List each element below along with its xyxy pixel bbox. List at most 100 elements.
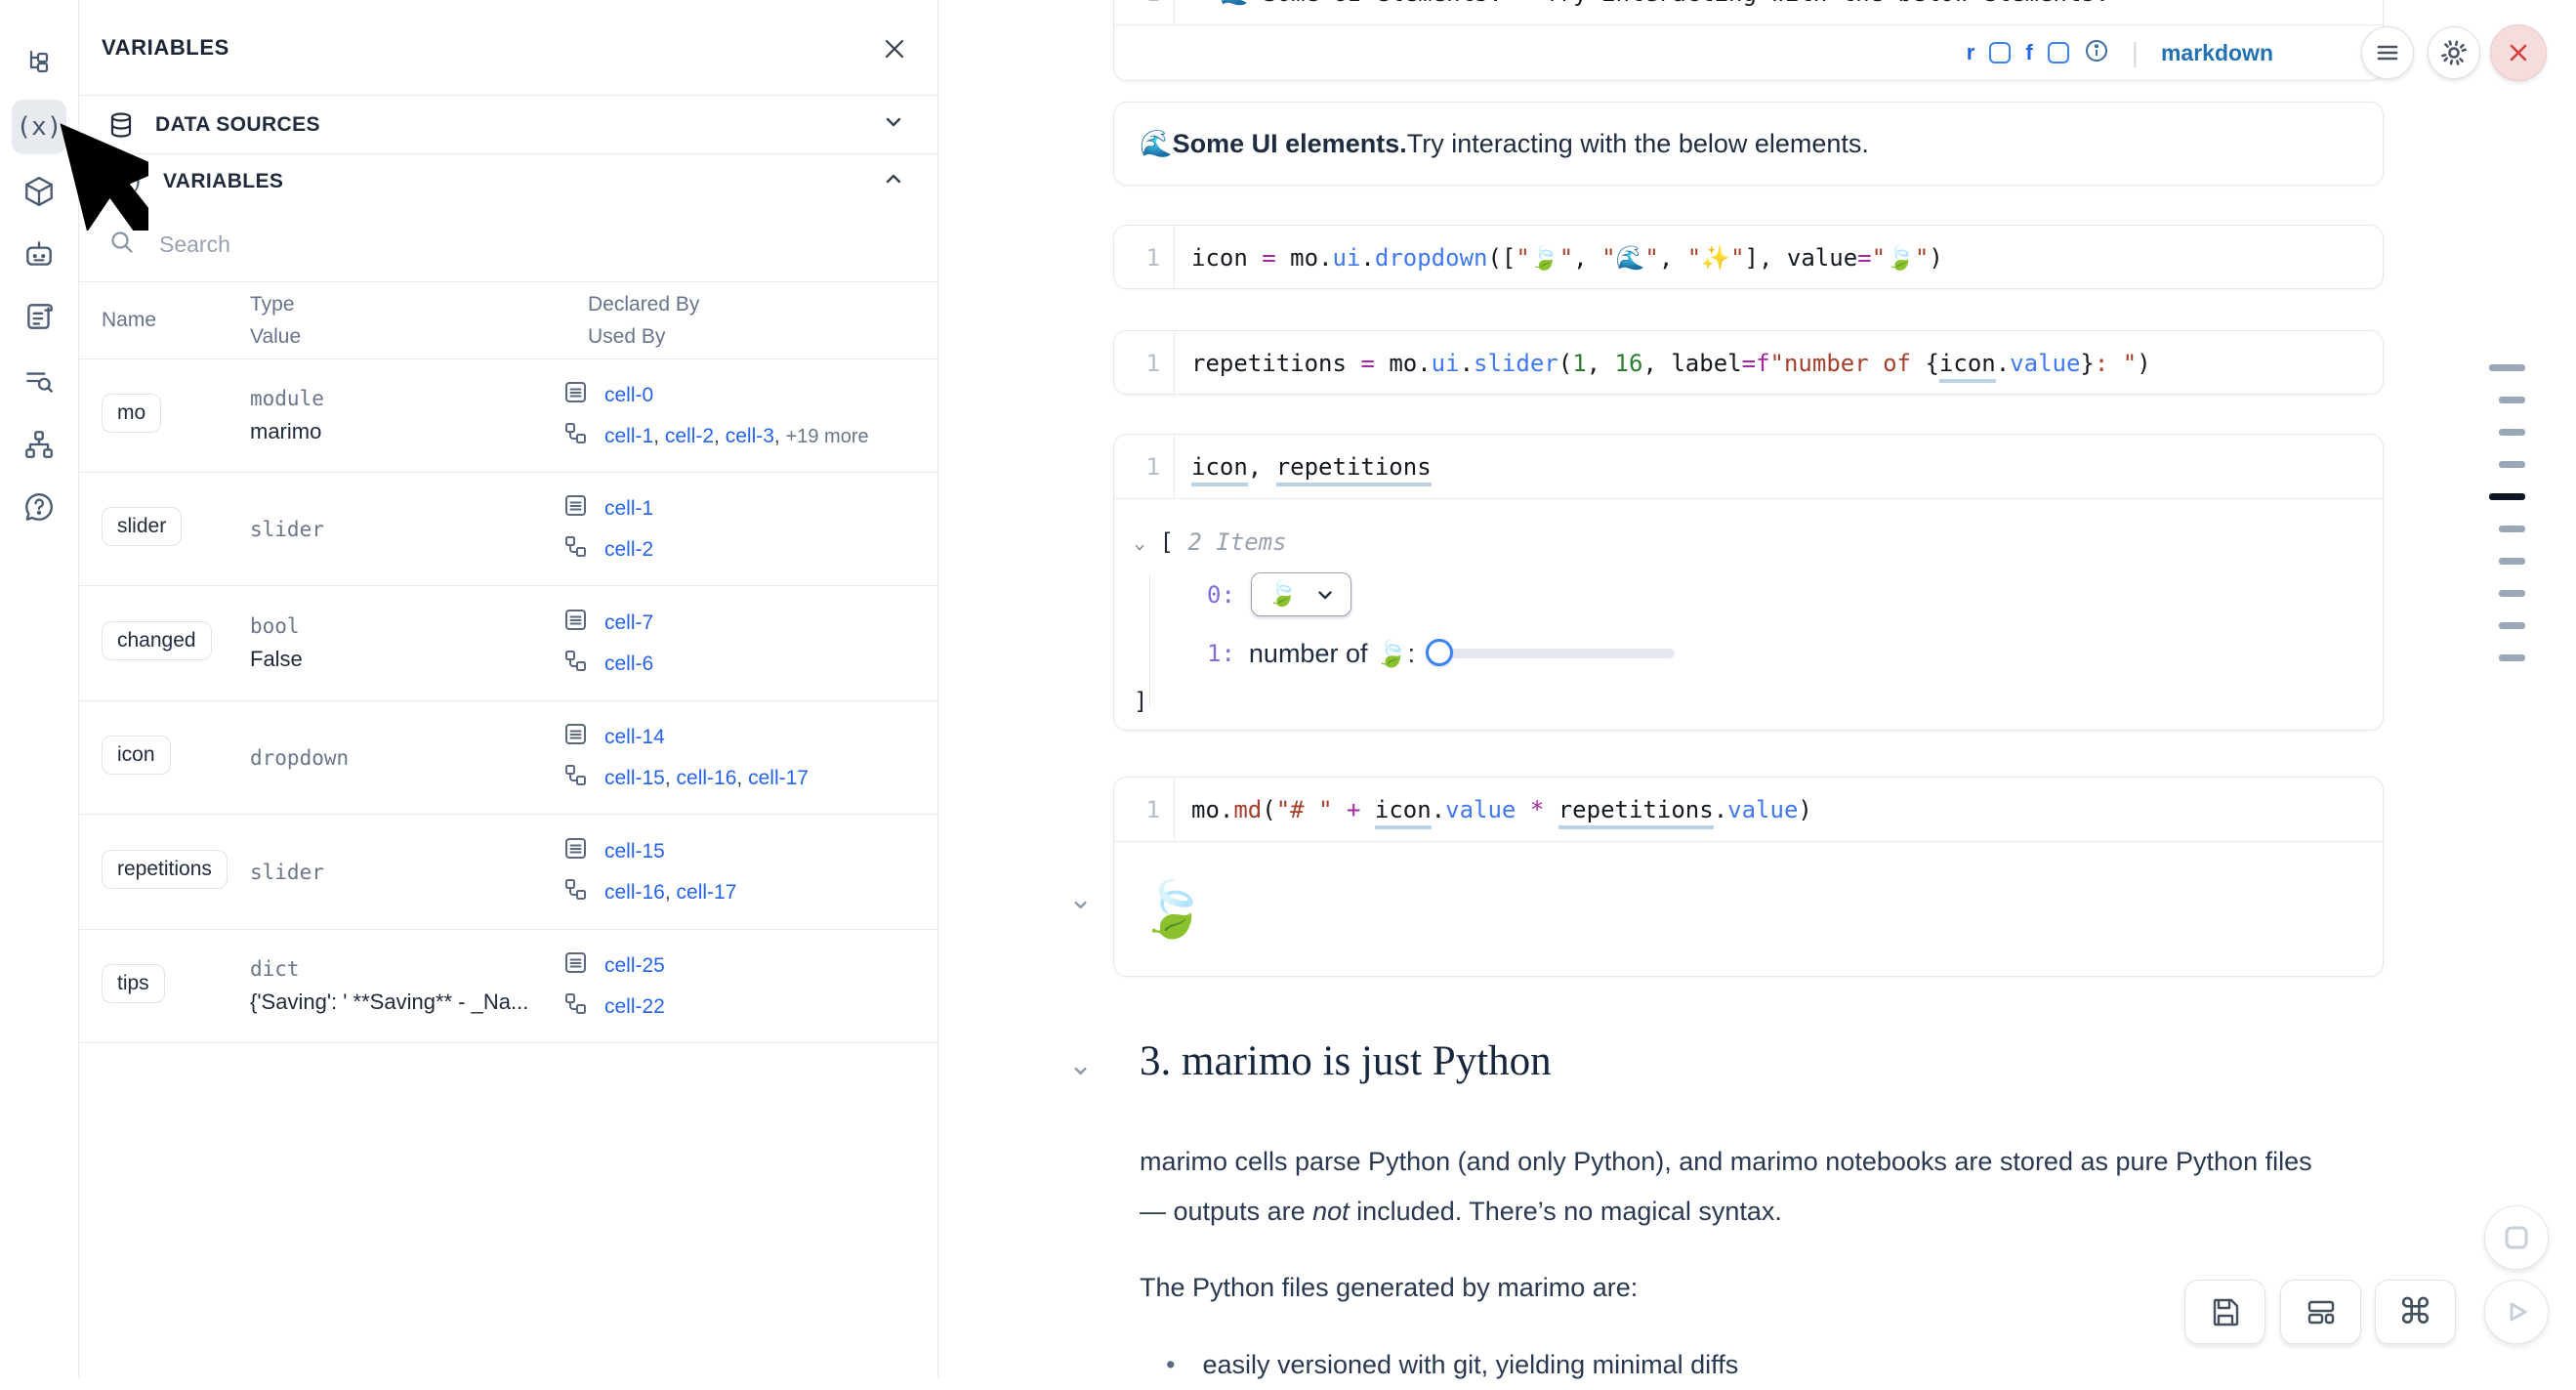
info-icon[interactable] [2084,38,2109,68]
used-by-icon [563,991,588,1022]
logs-icon[interactable] [12,354,66,408]
more-cells-link[interactable]: +19 more [785,425,869,447]
list-item: •easily versioned with git, yielding min… [1166,1350,1739,1379]
run-checkbox[interactable] [1989,42,2012,63]
dependencies-icon[interactable] [12,417,66,472]
minimap-cell[interactable] [2499,622,2525,629]
search-input[interactable] [159,232,745,258]
table-row: changed bool False cell-7 cell-6 [79,586,937,701]
file-tree-icon[interactable] [12,35,66,90]
help-icon[interactable] [12,480,66,534]
slider-thumb[interactable] [1426,639,1454,666]
variable-name-badge[interactable]: icon [102,736,171,775]
layout-button[interactable] [2280,1280,2361,1344]
variable-value: False [250,647,303,671]
notebook-menu-button[interactable] [2361,26,2414,79]
variable-name-badge[interactable]: slider [102,507,183,546]
cell-link[interactable]: cell-22 [604,994,665,1018]
package-icon[interactable] [12,164,66,219]
minimap-cell[interactable] [2499,429,2525,436]
cell-link[interactable]: cell-17 [676,880,737,904]
paragraph: The Python files generated by marimo are… [1140,1273,1639,1302]
markdown-source[interactable]: **🌊 Some UI elements.** Try interacting … [1175,0,2109,7]
cell-link[interactable]: cell-1 [604,496,654,520]
activity-rail: (x) [0,0,79,1377]
cell-link[interactable]: cell-15 [604,766,665,789]
variable-name-badge[interactable]: repetitions [102,850,228,889]
mouse-cursor [60,123,148,231]
format-checkbox[interactable] [2047,42,2069,63]
cell-fold-icon[interactable]: ⌄ [1068,883,1094,915]
code-cell-md[interactable]: 1 mo.md("# " + icon.value * repetitions.… [1113,777,2384,977]
variable-type: slider [250,860,324,884]
table-row: tips dict {'Saving': ' **Saving** - _Na.… [79,930,937,1043]
cell-link[interactable]: cell-2 [664,424,715,447]
scratchpad-icon[interactable] [12,289,66,344]
settings-gear-button[interactable] [2428,26,2480,79]
dropdown-select[interactable]: 🍃 [1250,572,1352,616]
shutdown-button[interactable] [2490,24,2547,81]
minimap-cell[interactable] [2499,397,2525,403]
used-by-icon [563,649,588,679]
cell-link[interactable]: cell-17 [748,766,809,789]
markdown-output-cell[interactable]: 🌊 Some UI elements. Try interacting with… [1113,102,2384,186]
declared-by-icon [563,836,588,866]
table-row: icon dropdown cell-14 cell-15, cell-16, … [79,701,937,815]
code-cell-dropdown[interactable]: 1 icon = mo.ui.dropdown(["🍃", "🌊", "✨"],… [1113,225,2384,290]
used-by-icon [563,534,588,565]
code-line[interactable]: icon, repetitions [1175,452,1432,486]
save-button[interactable] [2184,1280,2265,1344]
cell-link[interactable]: cell-3 [725,424,774,447]
cell-link[interactable]: cell-6 [604,652,654,675]
cell-link[interactable]: cell-0 [604,383,654,406]
language-toggle[interactable]: markdown [2160,39,2273,65]
cell-link[interactable]: cell-1 [604,424,654,447]
markdown-cell-editor[interactable]: 1 **🌊 Some UI elements.** Try interactin… [1113,0,2384,81]
code-cell-tuple[interactable]: 1 icon, repetitions ⌄ [ 2 Items 0: 🍃 1: … [1113,434,2384,731]
heading-fold-icon[interactable]: ⌄ [1068,1049,1094,1081]
variable-type: module [250,387,324,410]
variable-name-badge[interactable]: changed [102,621,212,660]
minimap-cell[interactable] [2499,590,2525,597]
section-data-sources[interactable]: DATA SOURCES [79,96,937,154]
code-line[interactable]: icon = mo.ui.dropdown(["🍃", "🌊", "✨"], v… [1191,244,1943,272]
used-by-icon [563,877,588,907]
code-cell-slider[interactable]: 1 repetitions = mo.ui.slider(1, 16, labe… [1113,330,2384,396]
line-number: 1 [1114,0,1175,24]
tree-item-count: 2 Items [1187,528,1287,556]
minimap-cell[interactable] [2499,558,2525,565]
cell-link[interactable]: cell-15 [604,839,665,863]
minimap-active-cell[interactable] [2489,493,2525,500]
line-number: 1 [1114,226,1175,290]
code-line[interactable]: repetitions = mo.ui.slider(1, 16, label=… [1175,350,2151,383]
chevron-up-icon [881,166,906,196]
code-line[interactable]: mo.md("# " + icon.value * repetitions.va… [1175,795,1812,829]
column-header-name: Name [102,309,157,331]
variable-name-badge[interactable]: mo [102,394,162,433]
minimap-cell[interactable] [2499,654,2525,661]
cell-link[interactable]: cell-25 [604,953,665,977]
command-palette-button[interactable]: ⌘ [2375,1280,2456,1344]
cell-minimap[interactable] [2489,364,2525,661]
section-variables[interactable]: (x) VARIABLES [79,154,937,208]
slider-label: number of 🍃: [1248,639,1416,668]
cell-link[interactable]: cell-2 [604,537,654,561]
minimap-cell[interactable] [2489,364,2525,371]
variable-name-badge[interactable]: tips [102,964,165,1003]
slider-track[interactable] [1426,639,1676,666]
divider: | [2131,37,2139,67]
variables-icon[interactable]: (x) [12,100,66,154]
collapse-tree-icon[interactable]: ⌄ [1134,533,1146,553]
ai-chat-icon[interactable] [12,227,66,281]
close-panel-icon[interactable] [881,35,908,63]
cell-link[interactable]: cell-16 [676,766,737,789]
variable-type: dropdown [250,745,350,770]
minimap-cell[interactable] [2499,461,2525,468]
cell-link[interactable]: cell-14 [604,725,665,748]
frame-button[interactable] [2484,1205,2549,1270]
run-all-button[interactable] [2484,1280,2549,1344]
minimap-cell[interactable] [2499,526,2525,532]
paragraph: marimo cells parse Python (and only Pyth… [1140,1147,2312,1226]
cell-link[interactable]: cell-16 [604,880,665,904]
cell-link[interactable]: cell-7 [604,611,654,634]
